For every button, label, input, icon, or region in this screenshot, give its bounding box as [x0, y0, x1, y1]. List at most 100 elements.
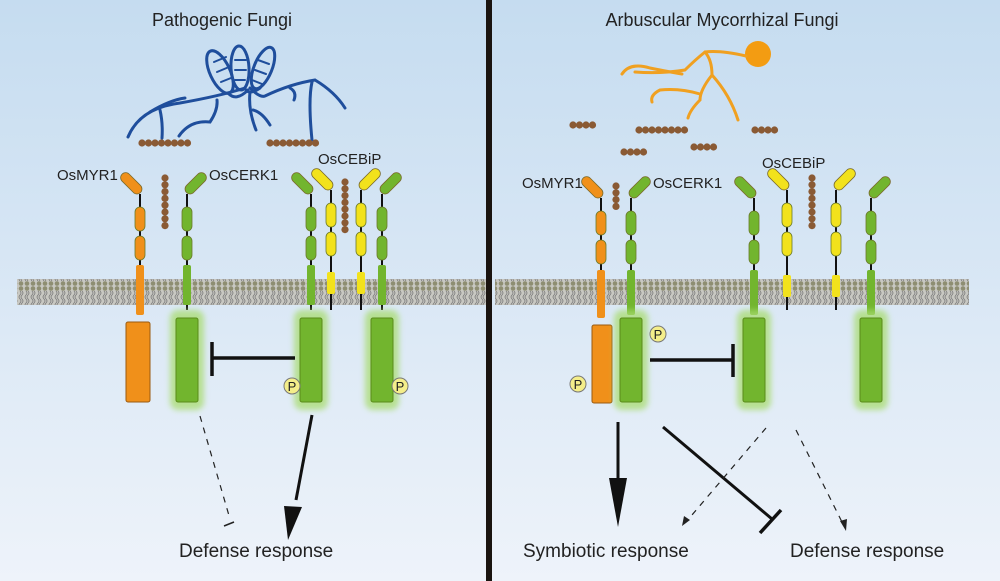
chitin-unit: [161, 222, 169, 230]
chitin-unit: [620, 148, 628, 156]
chitin-unit: [633, 148, 641, 156]
chitin-unit: [157, 139, 166, 147]
lysm-domain: [325, 202, 337, 228]
weak-symbiotic-arrow: [685, 427, 767, 523]
label-oscerk1-left: OsCERK1: [209, 167, 278, 184]
svg-text:P: P: [288, 379, 297, 394]
lysm-domain: [868, 176, 891, 199]
lysm-domain: [865, 210, 877, 236]
panel-divider: [486, 0, 492, 581]
osmyr1-receptor-left: [120, 172, 146, 315]
chitin-unit: [292, 139, 300, 147]
chitin-unit: [161, 208, 169, 216]
svg-text:P: P: [654, 327, 663, 342]
chitin-unit: [341, 219, 349, 227]
transmembrane-domain: [597, 270, 605, 318]
chitin-unit: [161, 181, 169, 189]
chitin-unit: [161, 215, 169, 223]
chitin-unit: [808, 194, 816, 202]
kinase-domain: [175, 317, 199, 403]
label-osmyr1-right: OsMYR1: [522, 175, 583, 192]
chitin-unit: [764, 126, 772, 134]
chitin-unit: [279, 139, 287, 147]
chitin-unit: [311, 139, 320, 147]
transmembrane-domain: [136, 265, 144, 315]
lysm-domain: [311, 168, 334, 191]
phosphorylation-icon: P: [391, 377, 409, 395]
oscebip-receptor-left-1: [311, 168, 337, 310]
chitin-unit: [582, 121, 590, 129]
outcome-symbiotic-right: Symbiotic response: [523, 541, 689, 562]
chitin-unit: [709, 143, 718, 151]
chitin-chain: [635, 126, 689, 134]
kinase-domain: [619, 317, 643, 403]
chitin-unit: [641, 126, 650, 134]
chitin-unit: [757, 126, 766, 134]
chitin-unit: [569, 121, 577, 129]
lysm-domain: [625, 239, 637, 265]
plasma-membrane-right: [495, 279, 969, 305]
chitin-unit: [808, 181, 816, 189]
am-fungus-icon: [620, 41, 771, 122]
chitin-unit: [635, 126, 643, 134]
chitin-unit: [690, 143, 698, 151]
chitin-chain: [620, 148, 648, 156]
pathogenic-fungus-icon: [126, 44, 347, 142]
oscebip-receptor-right-2: [830, 168, 856, 310]
lysm-domain: [358, 168, 381, 191]
lysm-domain: [181, 206, 193, 232]
lysm-domain: [830, 231, 842, 257]
weak-defense-arrow: [199, 415, 231, 520]
chitin-unit: [648, 126, 656, 134]
svg-text:P: P: [396, 379, 405, 394]
outcome-defense-right: Defense response: [790, 541, 944, 562]
lysm-domain: [628, 176, 651, 199]
chitin-unit: [341, 226, 349, 234]
chitin-unit: [661, 126, 669, 134]
chitin-unit: [341, 205, 349, 213]
lysm-domain: [781, 202, 793, 228]
chitin-chain: [266, 139, 320, 147]
osmyr1-kinase-left: [125, 321, 151, 403]
weak-defense-arrow-right: [795, 429, 844, 525]
oscerk1-receptor-right-2: [734, 176, 771, 410]
label-osmyr1-left: OsMYR1: [57, 167, 118, 184]
inhibition-cerk1-left: [210, 342, 295, 376]
panel-title-pathogenic: Pathogenic Fungi: [152, 10, 292, 30]
chitin-unit: [770, 126, 779, 134]
kinase-domain: [742, 317, 766, 403]
label-oscebip-right: OsCEBiP: [762, 155, 825, 172]
chitin-unit: [654, 126, 663, 134]
transmembrane-domain: [783, 275, 791, 297]
phosphorylation-icon: P: [569, 375, 587, 393]
oscebip-receptor-left-2: [355, 168, 381, 310]
lysm-domain: [833, 168, 856, 191]
lysm-domain: [305, 206, 317, 232]
lysm-domain: [291, 172, 314, 195]
kinase-domain: [299, 317, 323, 403]
chitin-unit: [298, 139, 307, 147]
chitin-unit: [808, 188, 816, 196]
chitin-unit: [667, 126, 676, 134]
chitin-unit: [161, 201, 169, 209]
lysm-domain: [305, 235, 317, 261]
chitin-unit: [285, 139, 294, 147]
lysm-domain: [595, 210, 607, 236]
chitin-unit: [808, 174, 816, 182]
transmembrane-domain: [832, 275, 840, 297]
lysm-domain: [865, 239, 877, 265]
oscerk1-receptor-left-1: [170, 172, 207, 410]
transmembrane-domain: [627, 270, 635, 315]
chitin-unit: [144, 139, 153, 147]
chitin-unit: [575, 121, 584, 129]
transmembrane-domain: [183, 265, 191, 305]
lysm-domain: [134, 206, 146, 232]
chitin-chain-bound-myr1-right: [612, 182, 620, 210]
chitin-unit: [674, 126, 682, 134]
plasma-membrane-left: [17, 279, 487, 305]
chitin-chain: [569, 121, 597, 129]
chitin-chain-bound-myr1-left: [161, 174, 169, 230]
label-oscebip-left: OsCEBiP: [318, 151, 381, 168]
kinase-domain: [859, 317, 883, 403]
transmembrane-domain: [307, 265, 315, 305]
